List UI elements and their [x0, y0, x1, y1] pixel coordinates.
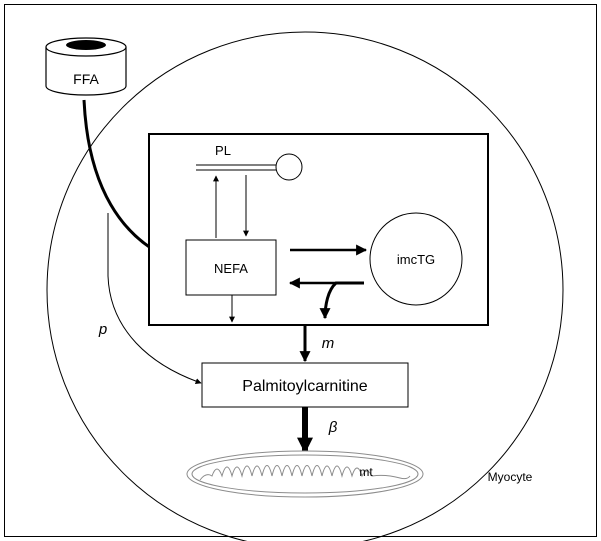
- nefa-box: [185, 239, 277, 296]
- m-label: m: [322, 335, 335, 352]
- phospholipid-head: [275, 153, 303, 181]
- pl-label: PL: [215, 143, 231, 158]
- myocyte-cell: [46, 31, 564, 541]
- p-label: p: [98, 321, 107, 338]
- phospholipid: [196, 153, 303, 181]
- palmitoylcarnitine-label: Palmitoylcarnitine: [242, 378, 367, 395]
- palmitoylcarnitine-box: [201, 362, 409, 408]
- vessel-lumen: [66, 40, 106, 50]
- nefa-label: NEFA: [214, 261, 248, 276]
- imctg-droplet: [369, 212, 463, 306]
- beta-label: β: [328, 419, 338, 436]
- myocyte-label: Myocyte: [488, 470, 533, 484]
- mitochondrion: [186, 450, 424, 498]
- imctg-label: imcTG: [397, 252, 435, 267]
- ffa-label: FFA: [73, 71, 99, 87]
- mt-label: mt: [359, 465, 373, 479]
- mitochondrial-cristae: [199, 465, 411, 481]
- p-pathway-arrow: [107, 213, 202, 385]
- ffa-vessel: [45, 37, 127, 96]
